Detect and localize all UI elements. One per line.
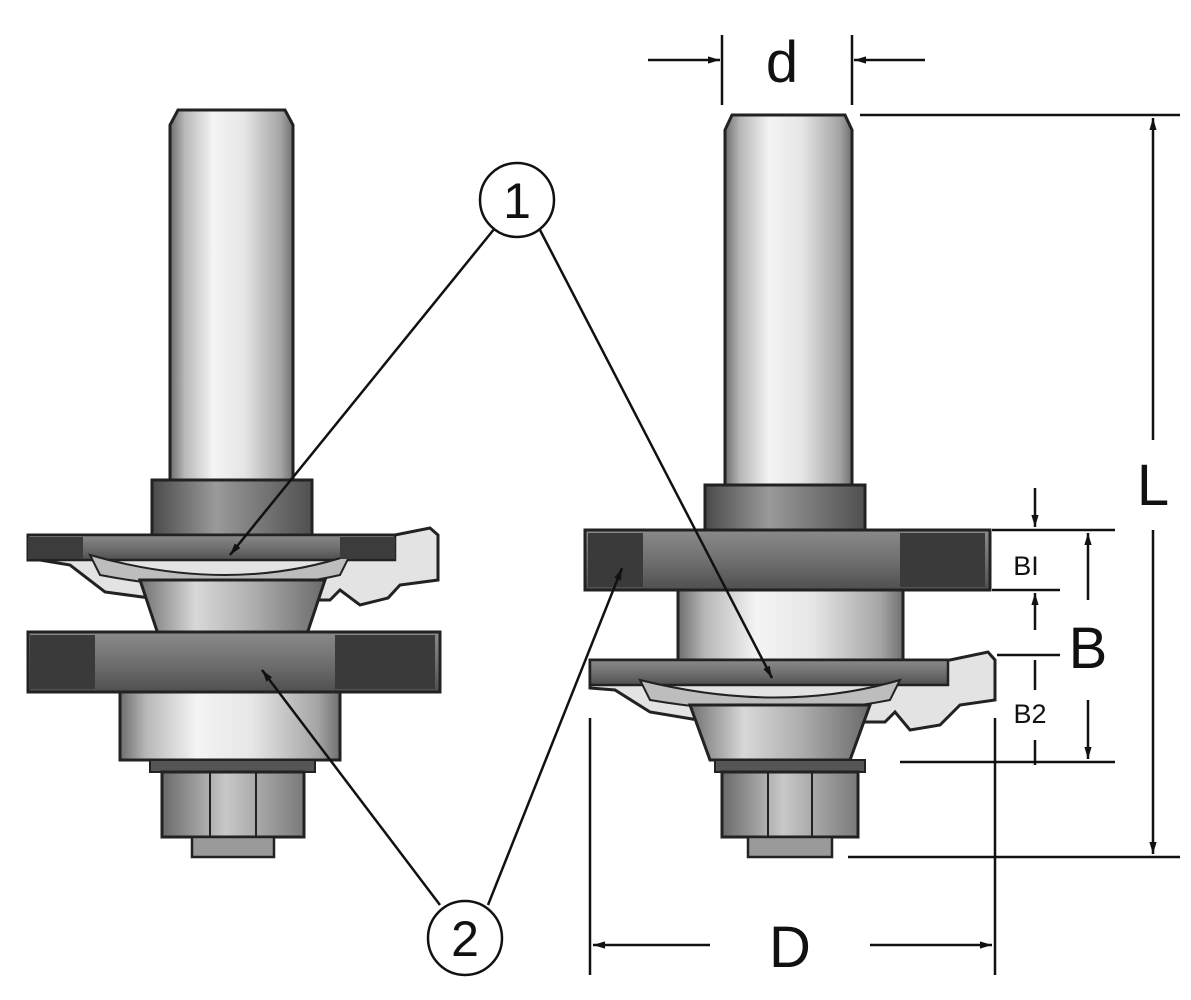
- callout-1-label: 1: [503, 173, 531, 229]
- dimension-lines: [588, 35, 1180, 975]
- callout-1-circle: [478, 161, 556, 239]
- callout-2-circle: [426, 899, 504, 977]
- dimension-L-label: L: [1137, 453, 1169, 518]
- dimension-d-label: d: [766, 30, 798, 95]
- callout-2-label: 2: [451, 911, 479, 967]
- dimension-D-label: D: [769, 915, 811, 980]
- dimension-B1-label: BI: [1013, 551, 1039, 581]
- callout-leaders: [229, 227, 774, 906]
- left-router-bit: [26, 108, 442, 859]
- dimension-B2-label: B2: [1013, 699, 1046, 729]
- dimension-B-label: B: [1069, 616, 1108, 681]
- right-router-bit: [583, 113, 997, 859]
